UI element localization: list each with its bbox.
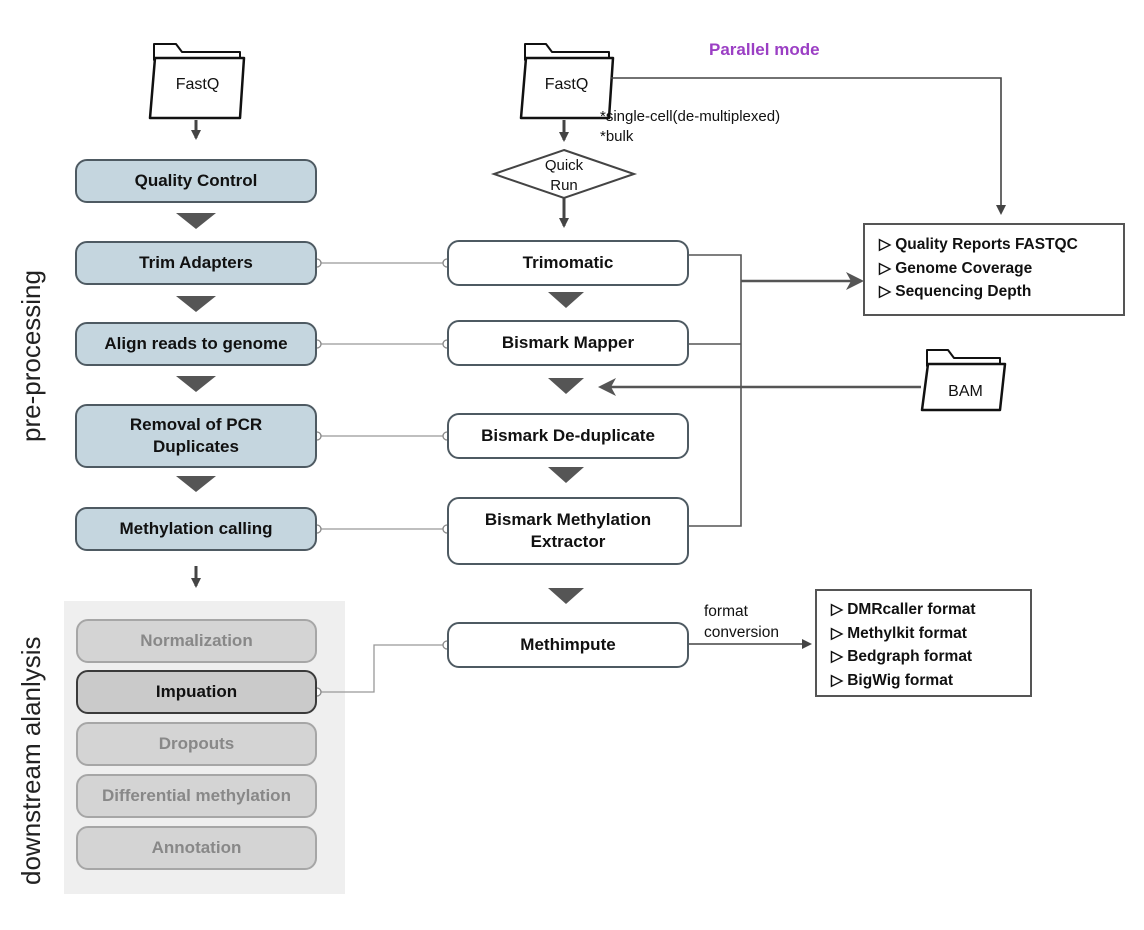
connector-dots [312,258,452,697]
format-item-bigwig: ▷ BigWig format [831,671,953,689]
step-pcr-removal[interactable]: Removal of PCR Duplicates [75,404,317,468]
middle-fastq-label: FastQ [544,76,589,93]
downstream-imputation[interactable]: Impuation [76,670,317,714]
step-trim-adapters[interactable]: Trim Adapters [75,241,317,285]
step-methylation-calling-label: Methylation calling [119,519,273,538]
bam-folder-icon [920,349,1007,412]
preprocessing-label: pre-processing [16,270,46,442]
format-item-dmrcaller: ▷ DMRcaller format [831,601,976,618]
left-step-arrows [176,213,216,492]
parallel-mode-label: Parallel mode [709,40,820,59]
tool-step-arrows [548,292,584,604]
downstream-differential-methylation[interactable]: Differential methylation [76,774,317,818]
downstream-differential-label: Differential methylation [102,786,291,805]
step-align-reads-label: Align reads to genome [104,334,288,353]
middle-fastq-folder-icon [519,43,615,120]
quick-run-text: Quick Run [524,156,604,196]
format-conversion-line2: conversion [704,624,779,641]
downstream-normalization[interactable]: Normalization [76,619,317,663]
step-methylation-calling[interactable]: Methylation calling [75,507,317,551]
tool-methimpute[interactable]: Methimpute [447,622,689,668]
downstream-normalization-label: Normalization [140,631,253,650]
format-conversion-line1: format [704,603,748,620]
report-item-coverage: ▷ Genome Coverage [879,259,1033,277]
format-item-bedgraph: ▷ Bedgraph format [831,648,973,665]
downstream-label: downstream alanlysis [16,636,46,885]
report-item-depth: ▷ Sequencing Depth [879,283,1032,300]
step-tool-connectors [317,262,447,693]
downstream-imputation-label: Impuation [155,682,238,701]
tool-bismark-mapper-label: Bismark Mapper [501,333,635,352]
downstream-annotation[interactable]: Annotation [76,826,317,870]
tool-bismark-methylation-extractor[interactable]: Bismark Methylation Extractor [447,497,689,565]
report-item-fastqc: ▷ Quality Reports FASTQC [879,236,1078,253]
input-note-bulk: *bulk [600,128,634,145]
tool-extractor-line2: Extractor [530,532,606,551]
tool-trimomatic[interactable]: Trimomatic [447,240,689,286]
downstream-annotation-label: Annotation [151,838,242,857]
tools-to-reports-bracket [689,254,742,527]
step-quality-control-label: Quality Control [134,171,258,190]
step-quality-control[interactable]: Quality Control [75,159,317,203]
tool-bismark-deduplicate[interactable]: Bismark De-duplicate [447,413,689,459]
step-align-reads[interactable]: Align reads to genome [75,322,317,366]
tool-extractor-line1: Bismark Methylation [484,510,652,529]
left-fastq-folder-icon [148,43,246,120]
downstream-dropouts[interactable]: Dropouts [76,722,317,766]
downstream-dropouts-label: Dropouts [158,734,235,753]
parallel-mode-line [611,77,1006,215]
reports-box: ▷ Quality Reports FASTQC ▷ Genome Covera… [863,223,1125,316]
step-pcr-removal-line2: Duplicates [153,437,239,456]
quick-run-line2: Run [550,177,578,194]
formats-box: ▷ DMRcaller format ▷ Methylkit format ▷ … [815,589,1032,697]
input-note-single-cell: *single-cell(de-multiplexed) [600,108,781,125]
tool-trimomatic-label: Trimomatic [522,253,614,272]
quick-run-line1: Quick [544,157,584,174]
tool-methimpute-label: Methimpute [520,635,616,654]
format-item-methylkit: ▷ Methylkit format [831,624,967,642]
tool-bismark-dedup-label: Bismark De-duplicate [481,426,655,445]
bam-label: BAM [948,383,983,400]
step-pcr-removal-line1: Removal of PCR [129,415,263,434]
step-trim-adapters-label: Trim Adapters [139,253,253,272]
tool-bismark-mapper[interactable]: Bismark Mapper [447,320,689,366]
left-fastq-label: FastQ [175,76,220,93]
